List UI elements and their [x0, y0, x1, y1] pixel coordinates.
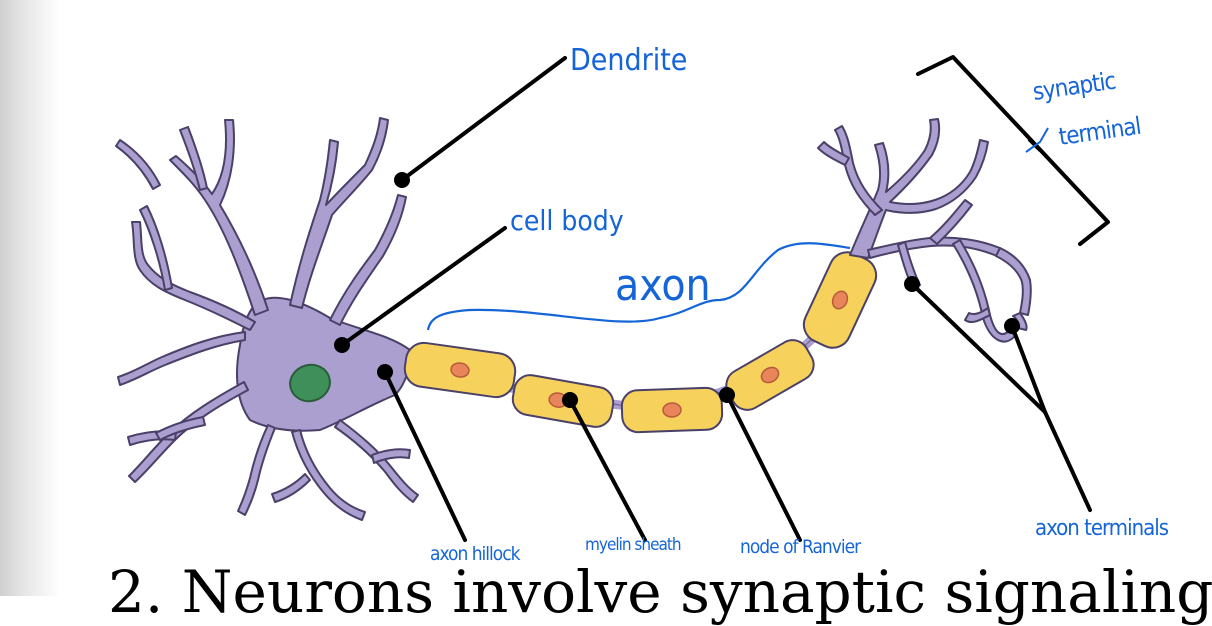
pointer-dendrite — [400, 56, 567, 182]
label-axon-hillock: axon hillock — [430, 543, 521, 565]
label-axon: axon — [615, 260, 711, 311]
label-node-of-ranvier: node of Ranvier — [740, 536, 862, 558]
pointer-cell-body — [340, 226, 507, 347]
pointer-axon-terminals-1 — [910, 282, 1047, 414]
label-cell-body: cell body — [510, 204, 624, 237]
page-edge-shadow — [0, 0, 60, 596]
pointer-axon-hillock — [383, 370, 467, 542]
label-synaptic-line2: terminal — [1057, 112, 1142, 151]
label-axon-terminals: axon terminals — [1035, 516, 1169, 541]
pointer-node-of-ranvier — [725, 393, 802, 542]
cell-nucleus — [289, 363, 331, 403]
pointer-dots — [334, 172, 1020, 408]
label-synaptic-line1: synaptic — [1031, 67, 1117, 106]
myelin-segment — [403, 341, 517, 399]
myelin-segment — [620, 386, 724, 434]
bottom-caption-text: 2. Neurons involve synaptic signaling — [108, 558, 1212, 626]
myelin-segment — [725, 339, 815, 411]
pointer-lines — [340, 56, 1092, 542]
neuron-soma — [115, 117, 419, 521]
label-dendrite: Dendrite — [570, 43, 687, 78]
pointer-axon-terminals-2 — [1010, 324, 1047, 414]
pointer-axon-terminals-3 — [1043, 410, 1092, 512]
myelin-segment — [802, 251, 878, 349]
axon-annotation-line — [426, 242, 851, 331]
neuron-diagram: Dendrite cell body axon synaptic termina… — [115, 43, 1170, 565]
label-myelin-sheath: myelin sheath — [585, 535, 681, 555]
pointer-myelin-sheath — [568, 398, 647, 542]
